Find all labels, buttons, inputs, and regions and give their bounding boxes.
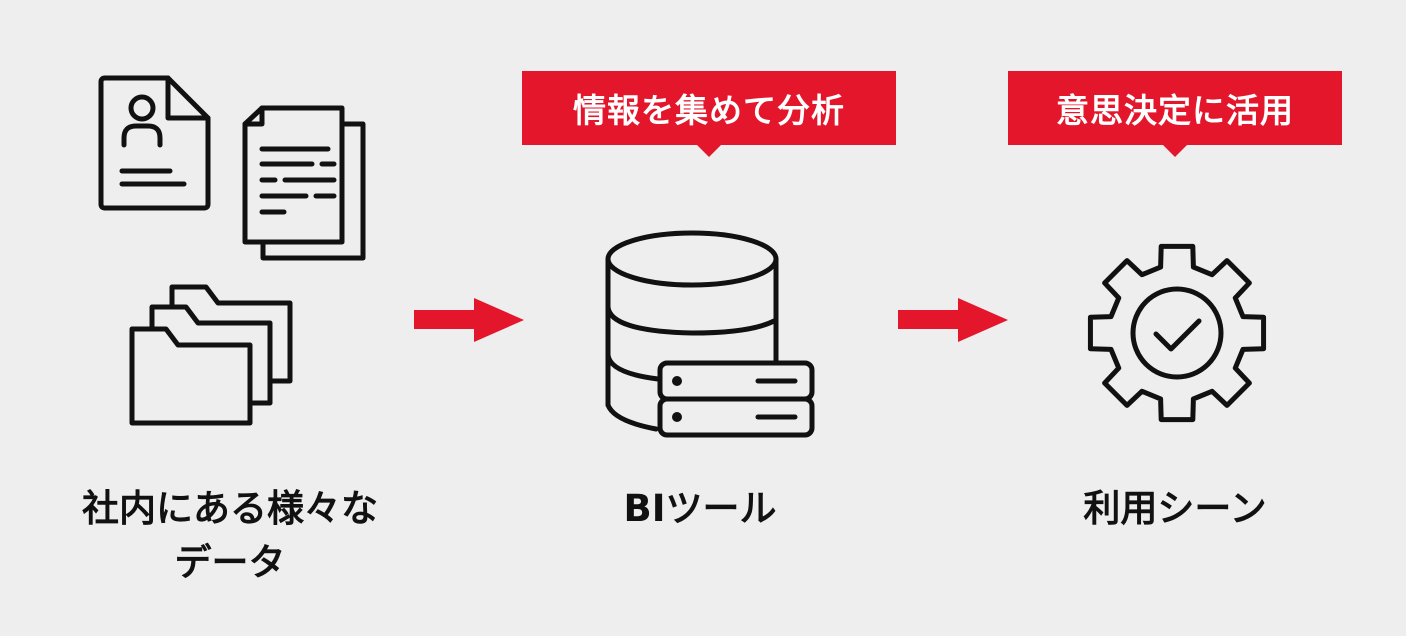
callout-decide-text: 意思決定に活用 — [1056, 91, 1294, 130]
data-label-line1: 社内にある様々な — [82, 487, 378, 530]
data-label: 社内にある様々な データ — [60, 482, 400, 590]
usage-label: 利用シーン — [1083, 487, 1267, 530]
callout-analyze-text: 情報を集めて分析 — [573, 91, 845, 130]
data-label-line2: データ — [174, 541, 286, 584]
text-documents-icon — [242, 105, 366, 261]
gear-check-icon — [1087, 243, 1267, 423]
bi-tool-label: BIツール — [623, 487, 777, 530]
folders-icon — [129, 284, 293, 426]
callout-analyze: 情報を集めて分析 — [522, 71, 896, 157]
user-document-icon — [98, 75, 211, 211]
database-server-icon — [605, 230, 815, 438]
callout-decide: 意思決定に活用 — [1008, 71, 1342, 157]
